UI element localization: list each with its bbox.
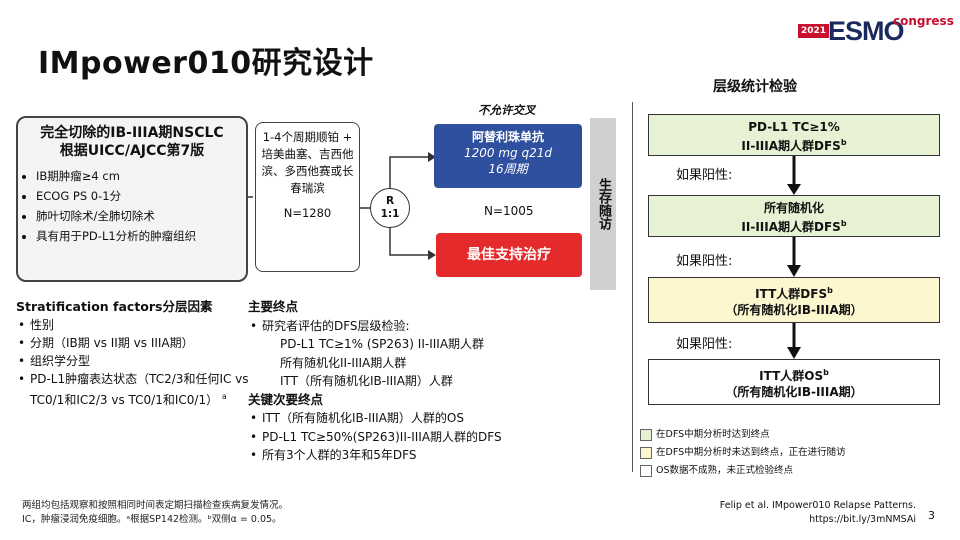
slide-title: IMpower010研究设计 <box>38 46 374 81</box>
page-number: 3 <box>928 509 935 522</box>
strat-item: 性别 <box>18 316 251 334</box>
hierarchy-step-2: 所有随机化 II-IIIA期人群DFSb <box>648 195 940 237</box>
adjuvant-chemo-box: 1-4个周期顺铂 + 培美曲塞、吉西他滨、多西他赛或长春瑞滨 N=1280 <box>255 122 360 272</box>
citation-text: Felip et al. IMpower010 Relapse Patterns… <box>719 500 916 511</box>
step2-line2: II-IIIA期人群DFS <box>741 220 841 234</box>
legend-swatch-yellow <box>640 446 652 459</box>
logo-year: 2021 <box>798 24 830 38</box>
legend-text: 在DFS中期分析时未达到终点，正在进行随访 <box>656 447 846 458</box>
stratification-section: Stratification factors分层因素 性别 分期（IB期 vs … <box>16 298 251 409</box>
legend-item-met: 在DFS中期分析时达到终点 <box>640 426 770 441</box>
population-heading-1: 完全切除的IB-IIIA期NSCLC <box>40 125 224 141</box>
step4-line2: （所有随机化IB-IIIA期） <box>725 385 863 399</box>
step1-line2: II-IIIA期人群DFS <box>741 139 841 153</box>
strat-item: PD-L1肿瘤表达状态（TC2/3和任何IC vs TC0/1和IC2/3 vs… <box>18 370 251 409</box>
primary-endpoint-item: PD-L1 TC≥1% (SP263) II-IIIA期人群 <box>280 337 485 351</box>
if-positive-label: 如果阳性: <box>676 337 733 352</box>
hierarchy-step-1: PD-L1 TC≥1% II-IIIA期人群DFSb <box>648 114 940 156</box>
flow-arrows <box>244 152 436 260</box>
legend-item-immature: OS数据不成熟，未正式检验终点 <box>640 462 793 477</box>
primary-endpoint-item: ITT（所有随机化IB-IIIA期）人群 <box>280 374 453 388</box>
chemo-n: N=1280 <box>283 206 332 220</box>
primary-endpoint-intro: 研究者评估的DFS层级检验: <box>250 317 578 336</box>
if-positive-label: 如果阳性: <box>676 254 733 269</box>
step3-line1: ITT人群DFS <box>755 287 828 301</box>
footnote-line2: IC，肿瘤浸润免疫细胞。ᵃ根据SP142检测。ᵇ双侧α = 0.05。 <box>22 514 282 525</box>
step3-line2: （所有随机化IB-IIIA期） <box>725 303 863 317</box>
footnote-marker-b: b <box>827 286 833 295</box>
hierarchy-step-3: ITT人群DFSb （所有随机化IB-IIIA期） <box>648 277 940 323</box>
citation: Felip et al. IMpower010 Relapse Patterns… <box>706 499 916 527</box>
legend-swatch-green <box>640 428 652 441</box>
secondary-endpoint-item: 所有3个人群的3年和5年DFS <box>250 446 578 465</box>
strat-item-text: PD-L1肿瘤表达状态（TC2/3和任何IC vs TC0/1和IC2/3 vs… <box>30 372 249 407</box>
population-item: IB期肿瘤≥4 cm <box>36 166 246 186</box>
secondary-endpoint-heading: 关键次要终点 <box>248 391 324 407</box>
legend-text: OS数据不成熟，未正式检验终点 <box>656 465 794 476</box>
arm1-duration: 16周期 <box>488 162 528 176</box>
secondary-endpoint-item: ITT（所有随机化IB-IIIA期）人群的OS <box>250 409 578 428</box>
survival-followup-bar: 生存随访 <box>590 118 616 290</box>
atezolizumab-arm: 阿替利珠单抗 1200 mg q21d 16周期 <box>434 124 582 188</box>
population-heading-2: 根据UICC/AJCC第7版 <box>59 143 205 159</box>
secondary-endpoint-item: PD-L1 TC≥50%(SP263)II-IIIA期人群的DFS <box>250 428 578 447</box>
footnote-marker-a: a <box>221 392 227 401</box>
population-item: ECOG PS 0-1分 <box>36 186 246 206</box>
hierarchy-arrows <box>787 156 801 359</box>
randomized-n: N=1005 <box>484 204 534 218</box>
logo-suffix: congress <box>893 14 954 28</box>
step1-line1: PD-L1 TC≥1% <box>748 120 840 134</box>
legend-swatch-white <box>640 464 652 477</box>
arm1-name: 阿替利珠单抗 <box>471 130 544 144</box>
primary-endpoint-heading: 主要终点 <box>248 299 299 314</box>
step2-line1: 所有随机化 <box>763 201 824 215</box>
primary-endpoint-item: 所有随机化II-IIIA期人群 <box>280 355 407 370</box>
logo-brand: ESMO <box>828 16 905 46</box>
randomization-r: R <box>385 195 395 207</box>
esmo-congress-logo: 2021 ESMO congress <box>798 14 954 48</box>
step4-line1: ITT人群OS <box>759 369 824 383</box>
chemo-regimen: 1-4个周期顺铂 + 培美曲塞、吉西他滨、多西他赛或长春瑞滨 <box>261 130 354 195</box>
no-crossover-label: 不允许交叉 <box>478 103 536 117</box>
bsc-arm: 最佳支持治疗 <box>436 233 582 277</box>
footnote-line1: 两组均包括观察和按照相同时间表定期扫描检查疾病复发情况。 <box>22 500 289 511</box>
legend-text: 在DFS中期分析时达到终点 <box>656 429 770 440</box>
arm1-dose: 1200 mg q21d <box>464 146 552 160</box>
strat-item: 分期（IB期 vs II期 vs IIIA期） <box>18 334 251 352</box>
legend-item-not-met: 在DFS中期分析时未达到终点，正在进行随访 <box>640 444 846 459</box>
hierarchy-step-4: ITT人群OSb （所有随机化IB-IIIA期） <box>648 359 940 405</box>
if-positive-label: 如果阳性: <box>676 168 733 183</box>
stratification-heading: Stratification factors分层因素 <box>16 299 213 314</box>
randomization-ratio: 1:1 <box>380 208 400 220</box>
footnote-marker-b: b <box>840 219 847 228</box>
population-item: 具有用于PD-L1分析的肿瘤组织 <box>36 226 246 246</box>
footnote-marker-b: b <box>823 368 829 377</box>
randomization-circle: R 1:1 <box>370 188 410 228</box>
endpoints-section: 主要终点 研究者评估的DFS层级检验: PD-L1 TC≥1% (SP263) … <box>248 298 578 465</box>
population-item: 肺叶切除术/全肺切除术 <box>36 206 246 226</box>
strat-item: 组织学分型 <box>18 352 251 370</box>
hierarchy-title: 层级统计检验 <box>713 79 797 95</box>
footnote: 两组均包括观察和按照相同时间表定期扫描检查疾病复发情况。 IC，肿瘤浸润免疫细胞… <box>22 499 288 527</box>
section-divider <box>632 102 633 472</box>
eligible-population-box: 完全切除的IB-IIIA期NSCLC 根据UICC/AJCC第7版 IB期肿瘤≥4… <box>16 116 248 282</box>
citation-link[interactable]: https://bit.ly/3mNMSAi <box>809 514 916 525</box>
footnote-marker-b: b <box>840 138 847 147</box>
